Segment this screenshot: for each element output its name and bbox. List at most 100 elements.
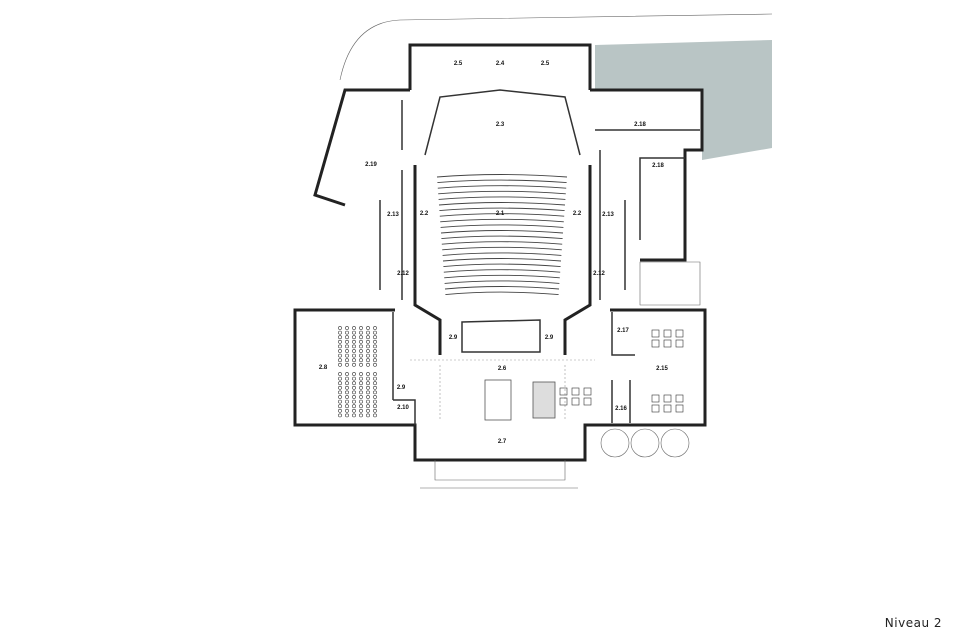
table [651, 329, 660, 338]
seat [373, 381, 377, 386]
room-label: 2.8 [319, 365, 328, 371]
seat [373, 395, 377, 399]
hall-seating [338, 326, 377, 418]
seat [366, 326, 370, 330]
room-label: 2.10 [397, 405, 409, 411]
seat-row [441, 235, 563, 240]
seat-row [440, 224, 564, 228]
seat [373, 358, 377, 363]
table [663, 329, 672, 338]
stage-pit [461, 319, 541, 353]
seat [345, 362, 349, 367]
table [583, 387, 592, 396]
stage-outline [424, 89, 581, 156]
main-stair [484, 379, 512, 421]
seat [345, 399, 349, 404]
room-label: 2.5 [454, 61, 463, 67]
seat [352, 344, 356, 349]
level-title: Niveau 2 [884, 616, 942, 630]
seat [366, 330, 370, 335]
auditorium-seating [436, 174, 568, 296]
room-label: 2.18 [634, 122, 646, 128]
room-label: 2.17 [617, 328, 629, 334]
table [571, 397, 580, 406]
seat [338, 395, 342, 399]
seat [366, 349, 370, 353]
seat [359, 385, 363, 390]
seat [345, 358, 349, 363]
seat [345, 339, 349, 344]
room-label: 2.18 [652, 163, 664, 169]
seat-row [443, 269, 561, 273]
room-label: 2.1 [496, 211, 505, 217]
seat [352, 326, 356, 330]
seat [345, 413, 349, 418]
seat [345, 381, 349, 386]
seat [352, 395, 356, 399]
seat [338, 339, 342, 344]
room-label: 2.13 [602, 212, 614, 218]
hall-2-8-wall [293, 308, 707, 462]
seat [338, 358, 342, 363]
seat [366, 362, 370, 367]
seat-row [440, 218, 564, 223]
seat [366, 335, 370, 340]
seat [366, 404, 370, 409]
table [675, 329, 684, 338]
seat [345, 353, 349, 358]
seat [366, 376, 370, 381]
seat-row [442, 252, 562, 256]
seat [359, 408, 363, 413]
ramp [639, 261, 701, 306]
table [651, 339, 660, 348]
seat [373, 326, 377, 330]
seat [345, 395, 349, 399]
seat [373, 362, 377, 367]
seat-row [445, 291, 559, 296]
seat [359, 390, 363, 395]
seat-row [444, 274, 560, 279]
seat [345, 372, 349, 376]
room-label: 2.2 [420, 211, 429, 217]
seat [352, 413, 356, 418]
table [571, 387, 580, 396]
seat-row [436, 174, 568, 178]
seat-row [442, 246, 562, 251]
elevator-core [532, 381, 556, 419]
room-label: 2.4 [496, 61, 505, 67]
seat [373, 344, 377, 349]
seat [352, 358, 356, 363]
seat [352, 390, 356, 395]
seat [338, 404, 342, 409]
room-label: 2.9 [545, 335, 554, 341]
seat [366, 339, 370, 344]
table [663, 404, 672, 413]
seat [345, 326, 349, 330]
seat [352, 404, 356, 409]
seat [366, 358, 370, 363]
seat [373, 399, 377, 404]
table [675, 339, 684, 348]
seat [366, 413, 370, 418]
seat [352, 385, 356, 390]
table [675, 394, 684, 403]
seat [338, 408, 342, 413]
seat [338, 372, 342, 376]
tree-2 [630, 428, 660, 458]
seat [373, 413, 377, 418]
seat [359, 353, 363, 358]
seat [366, 399, 370, 404]
seat [359, 339, 363, 344]
seat [352, 399, 356, 404]
seat [359, 362, 363, 367]
auditorium-wall-left [413, 165, 442, 355]
tree-3 [660, 428, 690, 458]
seat [338, 349, 342, 353]
seat-row [437, 179, 567, 184]
seat-row [441, 241, 563, 245]
east-room-wall [595, 129, 700, 240]
seat [345, 390, 349, 395]
seat [366, 390, 370, 395]
room-label: 2.16 [615, 406, 627, 412]
seat [338, 330, 342, 335]
